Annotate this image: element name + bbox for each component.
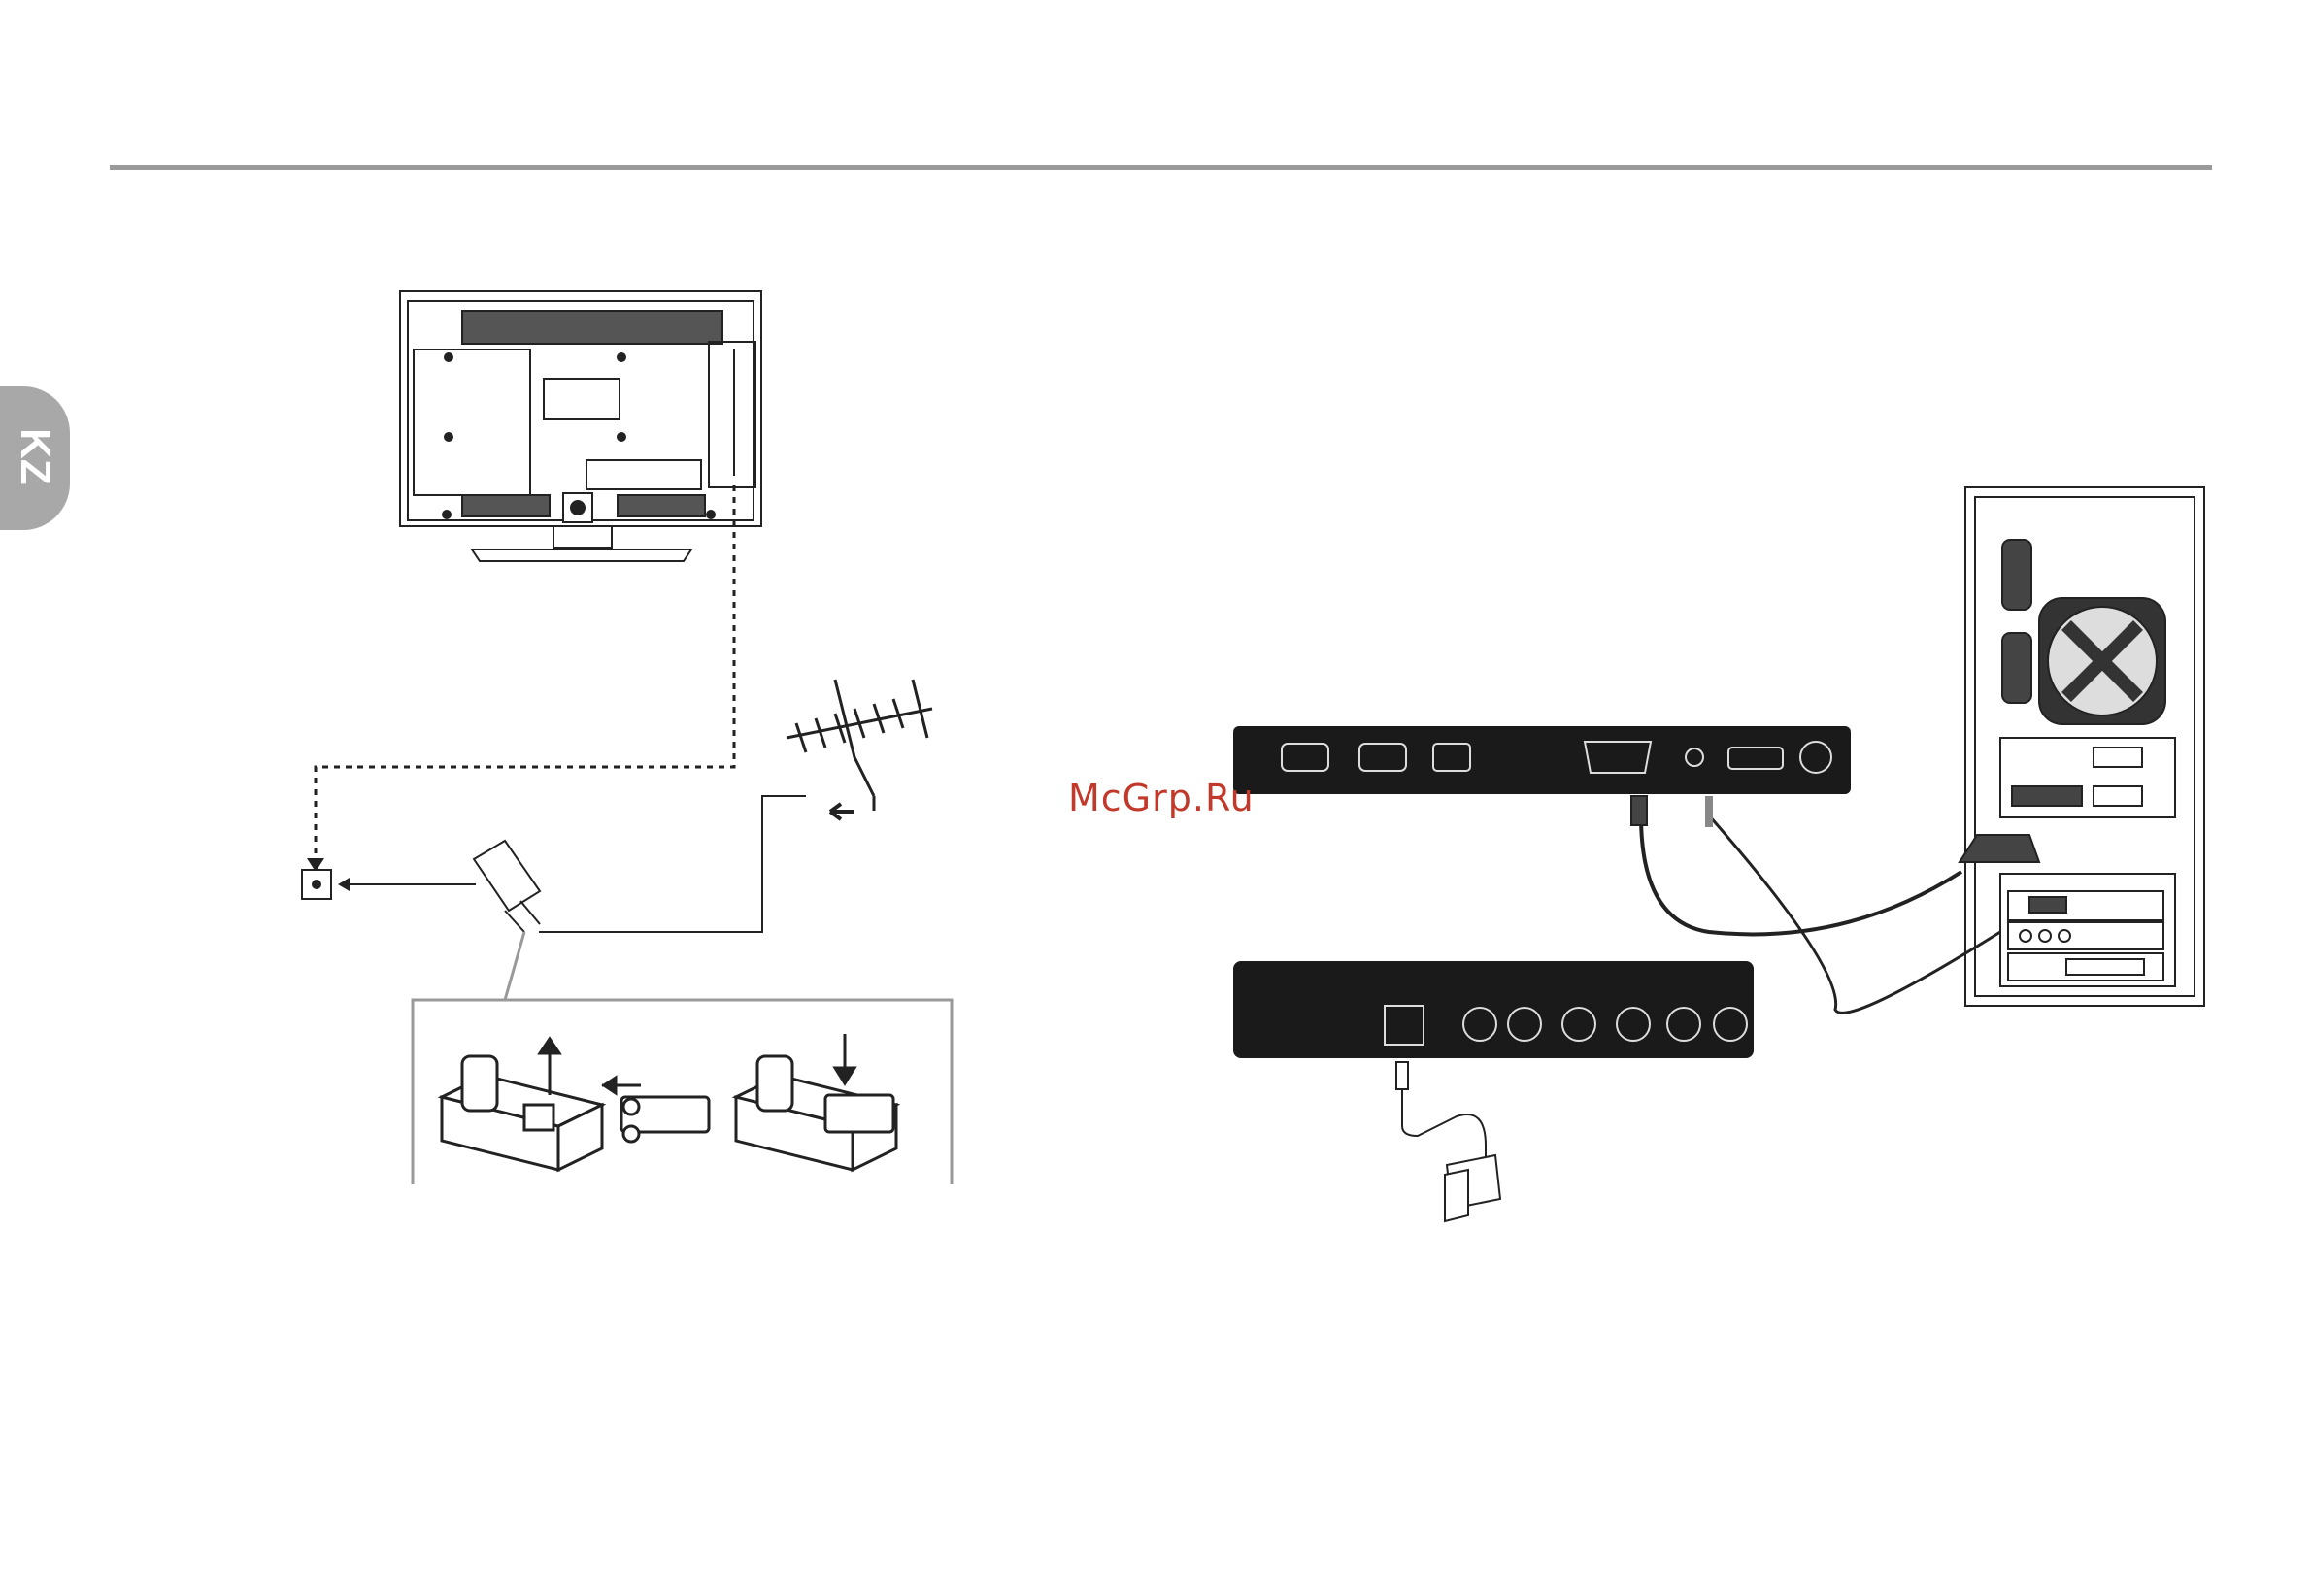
power-adapter-icon	[1395, 1061, 1502, 1223]
antenna-socket-icon	[301, 869, 332, 900]
coax-plug-icon	[472, 839, 542, 933]
tv-cable-dotted	[314, 485, 736, 864]
watermark: McGrp.Ru	[1068, 777, 1255, 819]
vga-cable	[1639, 815, 1963, 937]
pc-tower-icon	[1958, 486, 2205, 1007]
tv-bottom-panel	[1233, 961, 1754, 1058]
header-rule	[110, 165, 2212, 170]
language-tab	[0, 386, 70, 530]
coax-connection-detail	[411, 931, 954, 1184]
tv-side-panel	[1233, 726, 1851, 794]
antenna-icon	[786, 679, 933, 811]
tv-back-icon	[399, 290, 762, 562]
language-tab-label: KZ	[12, 427, 59, 485]
audio-cable	[1707, 815, 2001, 1014]
